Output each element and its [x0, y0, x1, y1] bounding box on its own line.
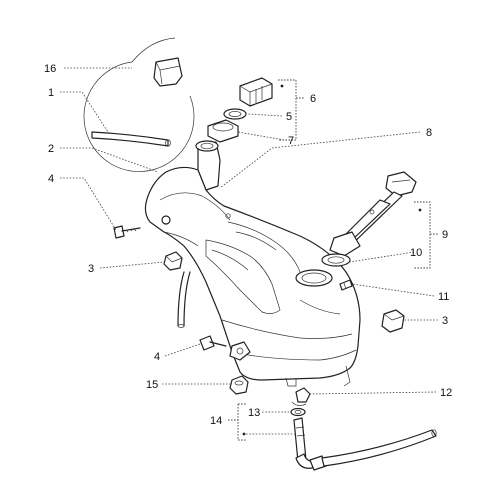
callout-4-lower: 4 [154, 351, 160, 363]
part-11-screw [339, 279, 353, 291]
callout-8: 8 [426, 127, 432, 139]
callout-14: 14 [210, 415, 222, 427]
part-4-bolt-upper [113, 225, 141, 239]
callout-10: 10 [410, 247, 422, 259]
callout-6: 6 [310, 93, 316, 105]
part-12-fitting [291, 387, 311, 406]
fuel-tank-body [144, 140, 361, 387]
part-9-fuel-pump [329, 171, 417, 257]
part-4-bolt-lower [199, 335, 227, 351]
part-1-breather-hose [91, 131, 171, 147]
part-16-cap [153, 57, 183, 87]
part-15-spacer [229, 375, 249, 395]
callout-5: 5 [286, 111, 292, 123]
callout-9: 9 [442, 229, 448, 241]
callout-3-left: 3 [88, 263, 94, 275]
callout-3-right: 3 [442, 315, 448, 327]
part-5-gasket [223, 108, 247, 120]
callout-13: 13 [248, 407, 260, 419]
drain-tube-left [177, 271, 191, 328]
part-3-grommet-right [381, 309, 405, 333]
part-10-pump-seal [321, 253, 351, 267]
callout-7: 7 [288, 135, 294, 147]
part-7-ring-nut [207, 119, 239, 143]
part-14-fuel-pipe [293, 417, 327, 471]
part-3-grommet-left [163, 251, 183, 271]
callout-12: 12 [440, 387, 452, 399]
callout-2: 2 [48, 143, 54, 155]
callout-11: 11 [438, 291, 449, 303]
callout-16: 16 [44, 63, 56, 75]
callout-4-upper: 4 [48, 173, 54, 185]
callout-15: 15 [146, 379, 158, 391]
part-6-filler-cap [239, 77, 273, 107]
part-13-clamp [290, 407, 306, 417]
callout-1: 1 [48, 87, 54, 99]
fuel-hose [321, 429, 437, 467]
inset-detail-circle [83, 37, 195, 172]
